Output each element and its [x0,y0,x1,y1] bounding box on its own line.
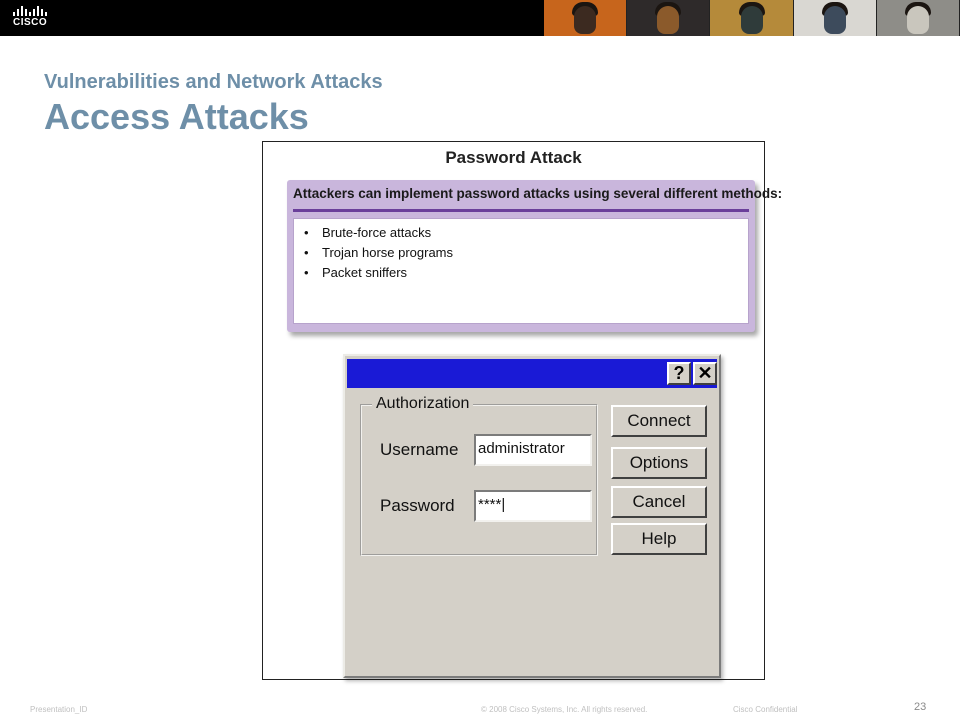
photo-face [657,6,680,34]
bullet: • [304,265,309,280]
banner-photo [793,0,877,36]
password-input[interactable]: ****| [474,490,592,522]
top-banner: CISCO [0,0,960,36]
banner-photo [627,0,711,36]
help-question-icon[interactable]: ? [667,362,691,385]
method-text: Brute-force attacks [322,225,432,240]
bullet: • [304,225,309,240]
method-text: Packet sniffers [322,265,408,280]
banner-photo [710,0,794,36]
photo-face [823,6,846,34]
methods-list: • Brute-force attacks • Trojan horse progr… [293,218,749,324]
footer-presentation-id: Presentation_ID [30,705,88,714]
methods-divider [293,209,749,212]
methods-panel: Attackers can implement password attacks… [287,180,782,332]
cisco-bridge-logo-icon [13,6,47,16]
list-item: • Brute-force attacks [304,225,431,240]
list-item: • Trojan horse programs [304,245,453,260]
figure-title: Password Attack [445,148,582,167]
close-icon[interactable]: ✕ [693,362,717,385]
banner-photo-strip [544,0,960,36]
dialog-titlebar: ? ✕ [347,359,717,388]
cancel-button[interactable]: Cancel [611,486,707,518]
cisco-wordmark: CISCO [13,17,48,28]
photo-face [574,6,597,34]
list-item: • Packet sniffers [304,265,407,280]
photo-face [906,6,929,34]
username-label: Username [380,440,459,459]
methods-heading: Attackers can implement password attacks… [293,186,783,201]
banner-photo [544,0,628,36]
password-attack-figure: Password Attack Attackers can implement … [262,141,782,680]
footer-copyright: © 2008 Cisco Systems, Inc. All rights re… [481,705,648,714]
authorization-group: Authorization Username administrator Pas… [360,395,598,556]
options-button[interactable]: Options [611,447,707,479]
bullet: • [304,245,309,260]
slide-title: Access Attacks [44,96,309,137]
footer-confidential: Cisco Confidential [733,705,798,714]
slide-section-title: Vulnerabilities and Network Attacks [44,71,383,93]
page-number: 23 [914,701,927,713]
username-input[interactable]: administrator [474,434,592,466]
photo-face [740,6,763,34]
password-label: Password [380,496,455,515]
login-dialog: ? ✕ Authorization Username administrator… [343,354,721,678]
banner-photo [876,0,960,36]
authorization-legend: Authorization [372,395,474,413]
help-button[interactable]: Help [611,523,707,555]
connect-button[interactable]: Connect [611,405,707,437]
method-text: Trojan horse programs [322,245,454,260]
